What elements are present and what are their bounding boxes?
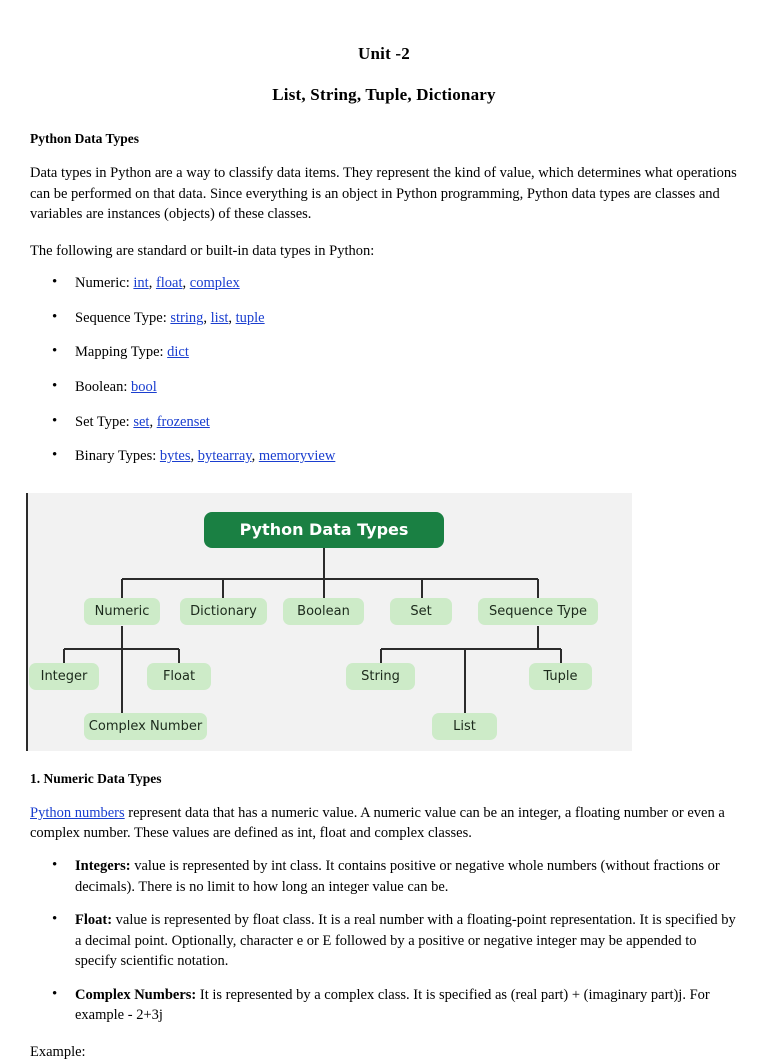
python-data-types-diagram: Python Data Types Numeric Dictionary Boo…: [26, 492, 632, 751]
list-item: Sequence Type: string, list, tuple: [30, 307, 738, 329]
type-link-set[interactable]: set: [133, 413, 150, 430]
diagram-node-integer: Integer: [29, 662, 99, 690]
list-item: Set Type: set, frozenset: [30, 411, 738, 433]
type-link-bool[interactable]: bool: [130, 379, 157, 396]
list-item-text: value is represented by int class. It co…: [75, 857, 720, 895]
list-item: Boolean: bool: [30, 376, 738, 398]
diagram-node-set: Set: [390, 597, 452, 625]
diagram-connectors: [62, 547, 563, 713]
type-link-list[interactable]: list: [210, 309, 229, 326]
type-link-memoryview[interactable]: memoryview: [258, 448, 336, 465]
diagram-node-float: Float: [147, 662, 211, 690]
diagram-node-tuple: Tuple: [529, 662, 592, 690]
diagram-node-numeric: Numeric: [84, 597, 160, 625]
page-title: Unit -2: [358, 44, 410, 63]
type-link-float[interactable]: float: [155, 275, 183, 292]
list-item-label: Numeric:: [75, 275, 134, 292]
diagram-node-boolean: Boolean: [283, 597, 364, 625]
numeric-intro-rest: represent data that has a numeric value.…: [30, 804, 725, 842]
list-item: Integers: value is represented by int cl…: [30, 855, 738, 897]
list-item: Complex Numbers: It is represented by a …: [30, 984, 738, 1026]
diagram-node-root: Python Data Types: [204, 511, 444, 548]
section-heading-numeric-data-types: 1. Numeric Data Types: [30, 770, 162, 786]
type-link-complex[interactable]: complex: [189, 275, 240, 292]
list-item-lead: Complex Numbers:: [75, 986, 197, 1003]
section-heading-python-data-types: Python Data Types: [30, 131, 140, 146]
list-item-label: Set Type:: [75, 413, 134, 430]
diagram-node-complex-number: Complex Number: [84, 712, 207, 740]
lead-in-paragraph: The following are standard or built-in d…: [30, 242, 375, 259]
list-item-label: Boolean:: [75, 379, 131, 396]
type-link-frozenset[interactable]: frozenset: [156, 413, 210, 430]
type-link-tuple[interactable]: tuple: [235, 309, 265, 326]
list-item-lead: Float:: [75, 912, 113, 929]
document-content: Unit -2 List, String, Tuple, Dictionary …: [26, 0, 738, 1063]
list-item: Binary Types: bytes, bytearray, memoryvi…: [30, 445, 738, 467]
numeric-intro-paragraph: Python numbers represent data that has a…: [30, 787, 738, 844]
intro-paragraph: Data types in Python are a way to classi…: [30, 165, 737, 223]
type-link-bytearray[interactable]: bytearray: [197, 448, 252, 465]
list-item-label: Binary Types:: [75, 448, 160, 465]
data-types-list: Numeric: int, float, complexSequence Typ…: [30, 261, 738, 466]
list-item: Numeric: int, float, complex: [30, 272, 738, 294]
list-item: Float: value is represented by float cla…: [30, 909, 738, 972]
type-link-bytes[interactable]: bytes: [159, 448, 191, 465]
list-item-text: It is represented by a complex class. It…: [75, 986, 710, 1024]
type-link-string[interactable]: string: [170, 309, 204, 326]
document-page: Unit -2 List, String, Tuple, Dictionary …: [0, 0, 768, 1024]
list-item: Mapping Type: dict: [30, 341, 738, 363]
type-link-int[interactable]: int: [133, 275, 149, 292]
list-item-label: Sequence Type:: [75, 309, 171, 326]
page-subtitle: List, String, Tuple, Dictionary: [272, 85, 496, 104]
example-label: Example:: [30, 1043, 86, 1060]
diagram-node-sequence-type: Sequence Type: [478, 597, 598, 625]
list-item-label: Mapping Type:: [75, 344, 168, 361]
list-item-lead: Integers:: [75, 857, 131, 874]
list-item-text: value is represented by float class. It …: [75, 912, 736, 970]
numeric-definitions-list: Integers: value is represented by int cl…: [30, 844, 738, 1026]
python-numbers-link[interactable]: Python numbers: [30, 804, 125, 821]
diagram-node-list: List: [432, 712, 497, 740]
diagram-node-string: String: [346, 662, 415, 690]
type-link-dict[interactable]: dict: [167, 344, 189, 361]
diagram-node-dictionary: Dictionary: [180, 597, 267, 625]
